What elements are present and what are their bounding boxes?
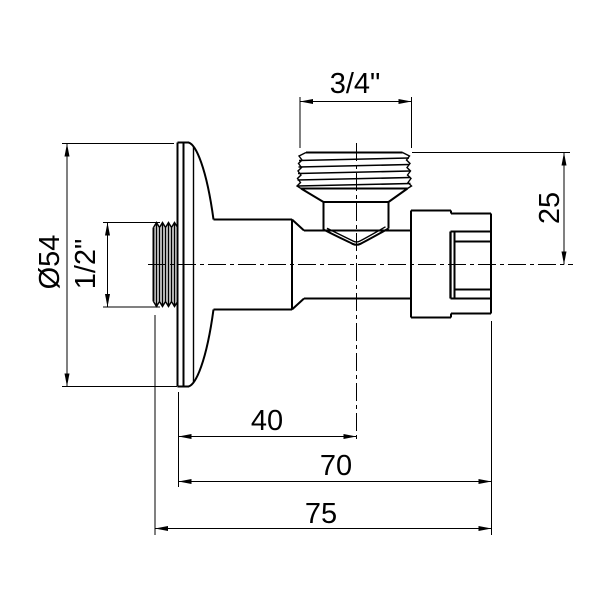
- top-port-thread: [295, 151, 413, 230]
- dim-label-top-thread: 3/4": [330, 68, 381, 100]
- dim-label-diameter: Ø54: [34, 235, 66, 290]
- dim-label-40: 40: [251, 405, 283, 437]
- outlet-neck: [304, 229, 411, 300]
- dim-left-thread: 1/2": [70, 222, 160, 308]
- dim-label-25: 25: [534, 192, 566, 224]
- dim-top-thread: 3/4": [299, 68, 412, 148]
- dim-label-70: 70: [320, 450, 352, 482]
- dim-70: 70: [178, 321, 492, 535]
- dim-75: 75: [154, 315, 492, 535]
- dim-diameter-54: Ø54: [34, 143, 177, 387]
- dim-label-left-thread: 1/2": [70, 239, 102, 290]
- dim-label-75: 75: [305, 498, 337, 530]
- dim-25: 25: [412, 152, 570, 265]
- port-body-seat: [323, 226, 389, 246]
- left-thread-tail: [152, 221, 178, 308]
- coupling-nut: [410, 209, 492, 319]
- body-cylinder: [213, 218, 305, 311]
- bell-flange: [176, 141, 215, 388]
- dim-40: 40: [178, 392, 357, 487]
